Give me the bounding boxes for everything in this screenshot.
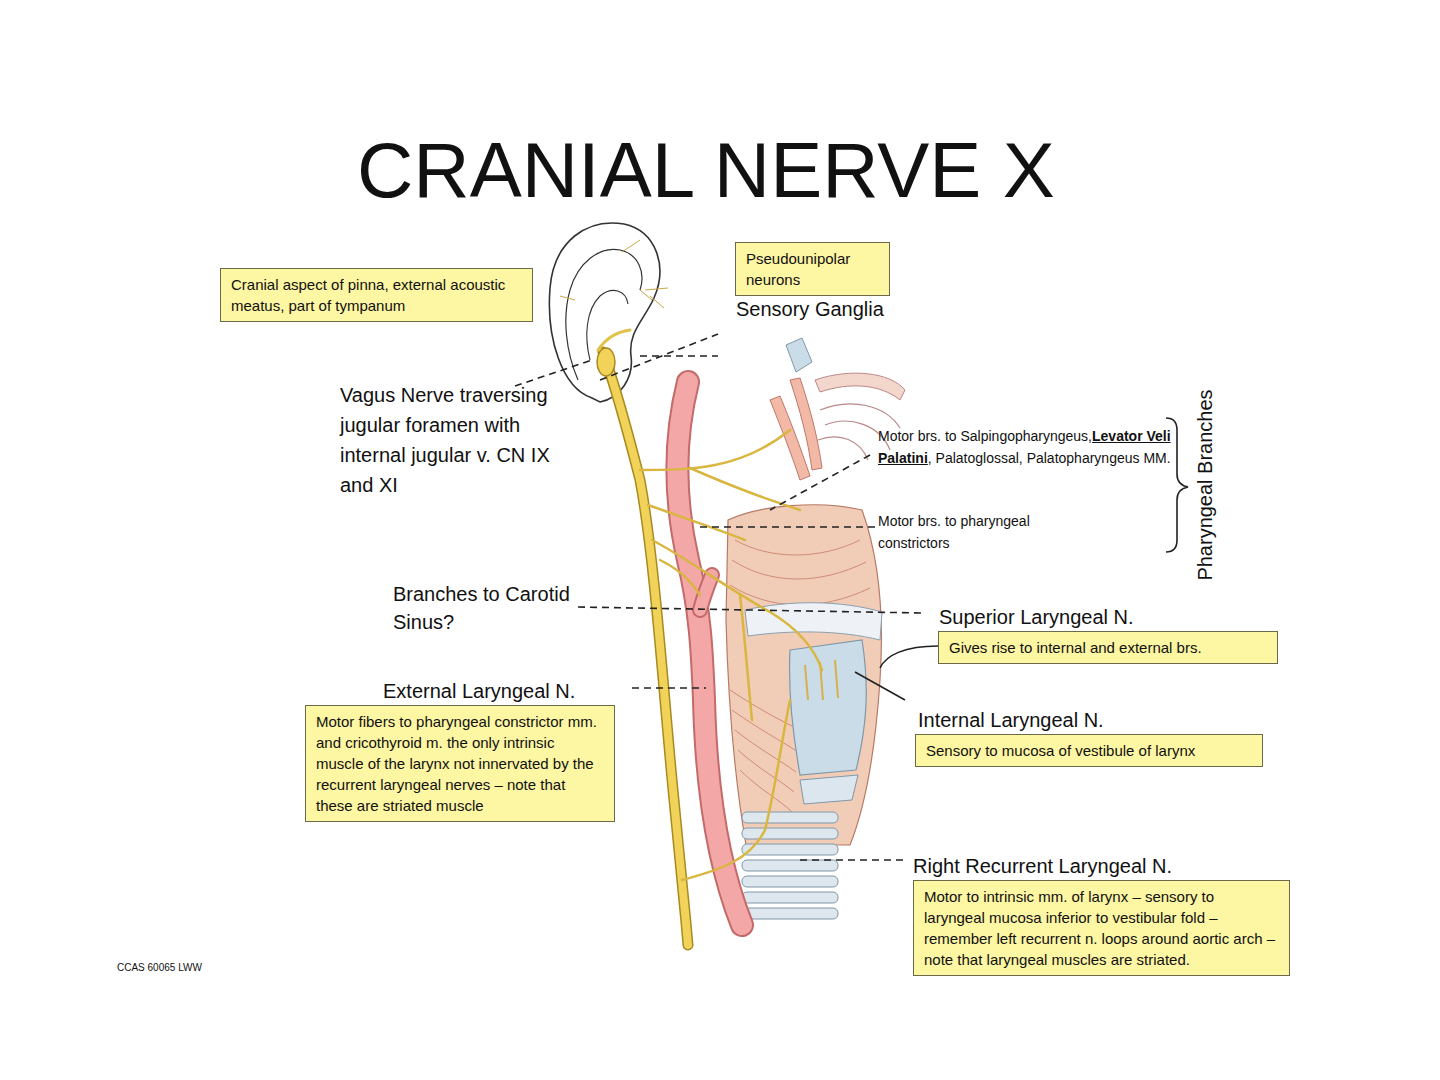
annotation-label: Vagus Nerve traversing jugular foramen w… bbox=[340, 380, 560, 500]
title: CRANIAL NERVE X bbox=[357, 131, 1055, 209]
callout-box: Cranial aspect of pinna, external acoust… bbox=[220, 268, 533, 322]
callout-box: Right Recurrent Laryngeal N.Motor to int… bbox=[913, 880, 1290, 976]
annotation-group: Motor brs. to Salpingopharyngeus,Levator… bbox=[878, 425, 1173, 469]
callout-text: Motor fibers to pharyngeal constrictor m… bbox=[316, 711, 604, 816]
ear-drawing bbox=[549, 223, 668, 402]
callout-text: Gives rise to internal and external brs. bbox=[949, 637, 1267, 658]
vagus-nerve bbox=[597, 330, 822, 945]
callout-text: Motor to intrinsic mm. of larynx – senso… bbox=[924, 886, 1279, 970]
callout-text: Cranial aspect of pinna, external acoust… bbox=[231, 274, 522, 316]
callout-box: External Laryngeal N.Motor fibers to pha… bbox=[305, 705, 615, 822]
callout-box: Superior Laryngeal N.Gives rise to inter… bbox=[938, 631, 1278, 664]
callout-box: Pseudounipolar neuronsSensory Ganglia bbox=[735, 242, 890, 296]
annotation-label: Motor brs. to pharyngeal constrictors bbox=[878, 510, 1088, 554]
callout-heading: Internal Laryngeal N. bbox=[918, 708, 1104, 732]
callout-heading: Right Recurrent Laryngeal N. bbox=[913, 854, 1172, 878]
annotation-label: , Palatoglossal, Palatopharyngeus MM. bbox=[928, 450, 1171, 466]
callout-heading: Sensory Ganglia bbox=[736, 297, 884, 321]
annotation-label: Motor brs. to Salpingopharyngeus, bbox=[878, 428, 1092, 444]
callout-box: Internal Laryngeal N.Sensory to mucosa o… bbox=[915, 734, 1263, 767]
callout-text: Pseudounipolar neurons bbox=[746, 248, 879, 290]
annotation-label: CCAS 60065 LWW bbox=[117, 962, 202, 974]
callout-heading: External Laryngeal N. bbox=[383, 679, 575, 703]
annotation-label: Pharyngeal Branches bbox=[1193, 389, 1217, 580]
callout-heading: Superior Laryngeal N. bbox=[939, 605, 1134, 629]
callout-text: Sensory to mucosa of vestibule of larynx bbox=[926, 740, 1252, 761]
carotid-vessel bbox=[677, 382, 742, 925]
trachea bbox=[742, 812, 838, 919]
annotation-label: Branches to Carotid Sinus? bbox=[393, 580, 573, 636]
